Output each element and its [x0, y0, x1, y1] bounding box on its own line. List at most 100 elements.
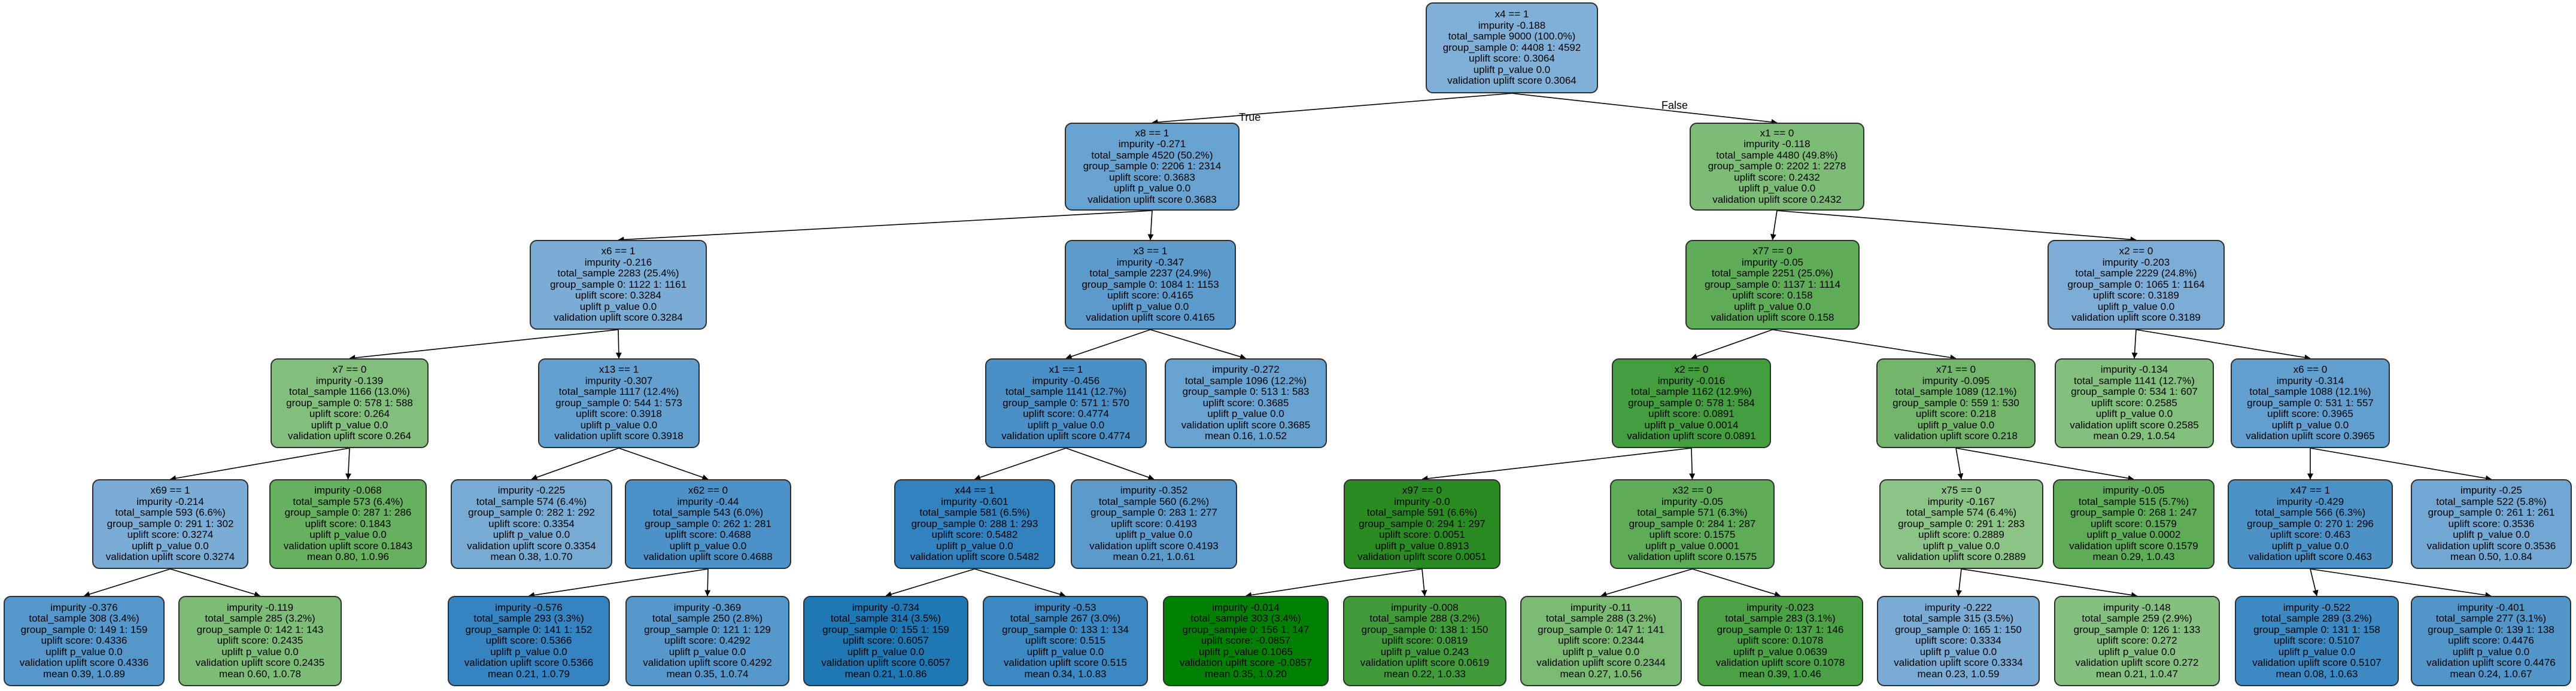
- node-text-line: total_sample 288 (3.2%): [1545, 613, 1657, 625]
- node-text-line: uplift score: 0.3334: [1915, 635, 2001, 647]
- node-text-line: impurity -0.216: [584, 256, 652, 268]
- tree-edge: [1956, 568, 1963, 596]
- node-text-line: uplift score: 0.3354: [488, 518, 575, 529]
- node-text-line: uplift p_value 0.0: [493, 529, 570, 541]
- node-text-line: total_sample 288 (3.2%): [1369, 613, 1480, 625]
- node-text-line: mean 0.39, 1.0.46: [1739, 668, 1822, 680]
- node-text-line: uplift score: 0.3064: [1469, 53, 1555, 65]
- node-text-line: group_sample 0: 287 1: 286: [284, 507, 412, 519]
- node-text-line: uplift score: 0.2432: [1734, 171, 1820, 183]
- node-text-line: uplift p_value 0.0: [1922, 540, 2000, 552]
- node-text-line: total_sample 560 (6.2%): [1098, 495, 1210, 507]
- node-text-line: total_sample 283 (3.1%): [1725, 613, 1836, 625]
- node-text-line: total_sample 259 (2.9%): [2082, 613, 2192, 625]
- tree-edge: [349, 329, 619, 361]
- node-text-line: total_sample 1088 (12.1%): [2249, 386, 2371, 398]
- node-text-line: total_sample 591 (6.6%): [1366, 507, 1478, 519]
- node-text-line: uplift score: 0.2344: [1558, 635, 1644, 647]
- node-text-line: group_sample 0: 2202 1: 2278: [1708, 160, 1846, 172]
- node-text-line: impurity -0.307: [585, 375, 653, 386]
- node-text-line: x44 == 1: [955, 485, 995, 497]
- node-text-line: validation uplift score 0.0891: [1627, 430, 1756, 442]
- node-text-line: uplift p_value 0.0: [580, 419, 658, 431]
- node-text-line: validation uplift score 0.515: [1003, 657, 1128, 669]
- node-text-line: uplift p_value 0.0: [1207, 408, 1284, 420]
- node-text-line: validation uplift score 0.158: [1711, 312, 1834, 324]
- node-text-line: group_sample 0: 578 1: 588: [286, 397, 413, 409]
- node-text-line: uplift score: 0.463: [2270, 529, 2351, 541]
- node-text-line: uplift p_value 0.0: [936, 540, 1013, 552]
- node-text-line: impurity -0.347: [1116, 256, 1184, 268]
- node-text-line: group_sample 0: 270 1: 296: [2247, 518, 2374, 529]
- node-text-line: uplift score: 0.2435: [217, 635, 303, 647]
- node-text-line: mean 0.21, 1.0.47: [2095, 668, 2179, 680]
- node-text-line: x62 == 0: [688, 485, 728, 497]
- node-text-line: validation uplift score 0.4774: [1001, 430, 1131, 442]
- node-text-line: group_sample 0: 288 1: 293: [911, 518, 1038, 529]
- node-text-line: uplift p_value 0.0: [309, 529, 387, 541]
- node-text-line: total_sample 2251 (25.0%): [1711, 267, 1834, 279]
- node-text-line: total_sample 574 (6.4%): [476, 495, 587, 507]
- node-text-line: uplift p_value 0.0: [2097, 300, 2175, 312]
- node-text-line: uplift p_value 0.0: [669, 646, 746, 657]
- node-text-line: x2 == 0: [1674, 364, 1709, 376]
- node-text-line: group_sample 0: 142 1: 143: [196, 623, 324, 635]
- tree-edge: [618, 210, 1153, 243]
- node-text-line: uplift score: 0.1843: [305, 518, 391, 529]
- node-text-line: group_sample 0: 165 1: 150: [1895, 623, 2022, 635]
- node-text-line: total_sample 4520 (50.2%): [1091, 149, 1213, 161]
- node-text-line: uplift p_value 0.0: [847, 646, 925, 657]
- node-text-line: uplift score: 0.3189: [2093, 290, 2179, 302]
- node-text-line: impurity -0.11: [1570, 601, 1632, 613]
- node-text-line: total_sample 308 (3.4%): [29, 613, 139, 625]
- node-text-line: validation uplift score 0.4336: [19, 657, 149, 669]
- node-text-line: group_sample 0: 578 1: 584: [1628, 397, 1755, 409]
- node-text-line: validation uplift score -0.0857: [1179, 657, 1313, 669]
- node-text-line: impurity -0.272: [1212, 364, 1280, 376]
- node-text-line: group_sample 0: 121 1: 129: [644, 623, 771, 635]
- node-text-line: total_sample 574 (6.4%): [1906, 507, 2017, 519]
- node-text-line: validation uplift score 0.2435: [195, 657, 325, 669]
- node-text-line: uplift score: 0.0891: [1648, 408, 1734, 420]
- node-text-line: mean 0.38, 1.0.70: [490, 551, 573, 563]
- node-text-line: validation uplift score 0.6057: [821, 657, 950, 669]
- node-text-line: total_sample 1141 (12.7%): [1006, 386, 1126, 398]
- node-text-line: group_sample 0: 141 1: 152: [465, 623, 593, 635]
- node-text-line: mean 0.21, 1.0.61: [1113, 551, 1195, 563]
- node-text-line: uplift p_value 0.0: [490, 646, 567, 657]
- node-text-line: uplift p_value 0.0639: [1733, 646, 1827, 657]
- node-text-line: impurity -0.023: [1746, 601, 1814, 613]
- node-text-line: mean 0.29, 1.0.43: [2092, 551, 2175, 563]
- node-text-line: uplift p_value 0.0: [669, 540, 747, 552]
- node-text-line: impurity -0.095: [1922, 375, 1990, 386]
- node-text-line: uplift score: 0.6057: [843, 635, 929, 647]
- node-text-line: group_sample 0: 531 1: 557: [2247, 397, 2374, 409]
- node-text-line: uplift score: 0.1575: [1649, 529, 1736, 541]
- node-text-line: validation uplift score 0.0051: [1357, 551, 1487, 563]
- tree-edge: [1246, 568, 1423, 598]
- node-text-line: validation uplift score 0.3965: [2246, 430, 2375, 442]
- tree-edge: [974, 568, 1066, 598]
- node-text-line: group_sample 0: 1122 1: 1161: [549, 278, 687, 290]
- node-text-line: total_sample 250 (2.8%): [652, 613, 763, 625]
- tree-edge: [974, 448, 1067, 480]
- node-text-line: validation uplift score 0.3064: [1447, 75, 1576, 87]
- node-text-line: group_sample 0: 534 1: 607: [2071, 386, 2198, 398]
- tree-edge: [618, 448, 709, 480]
- node-text-line: uplift p_value 0.0: [2278, 646, 2356, 657]
